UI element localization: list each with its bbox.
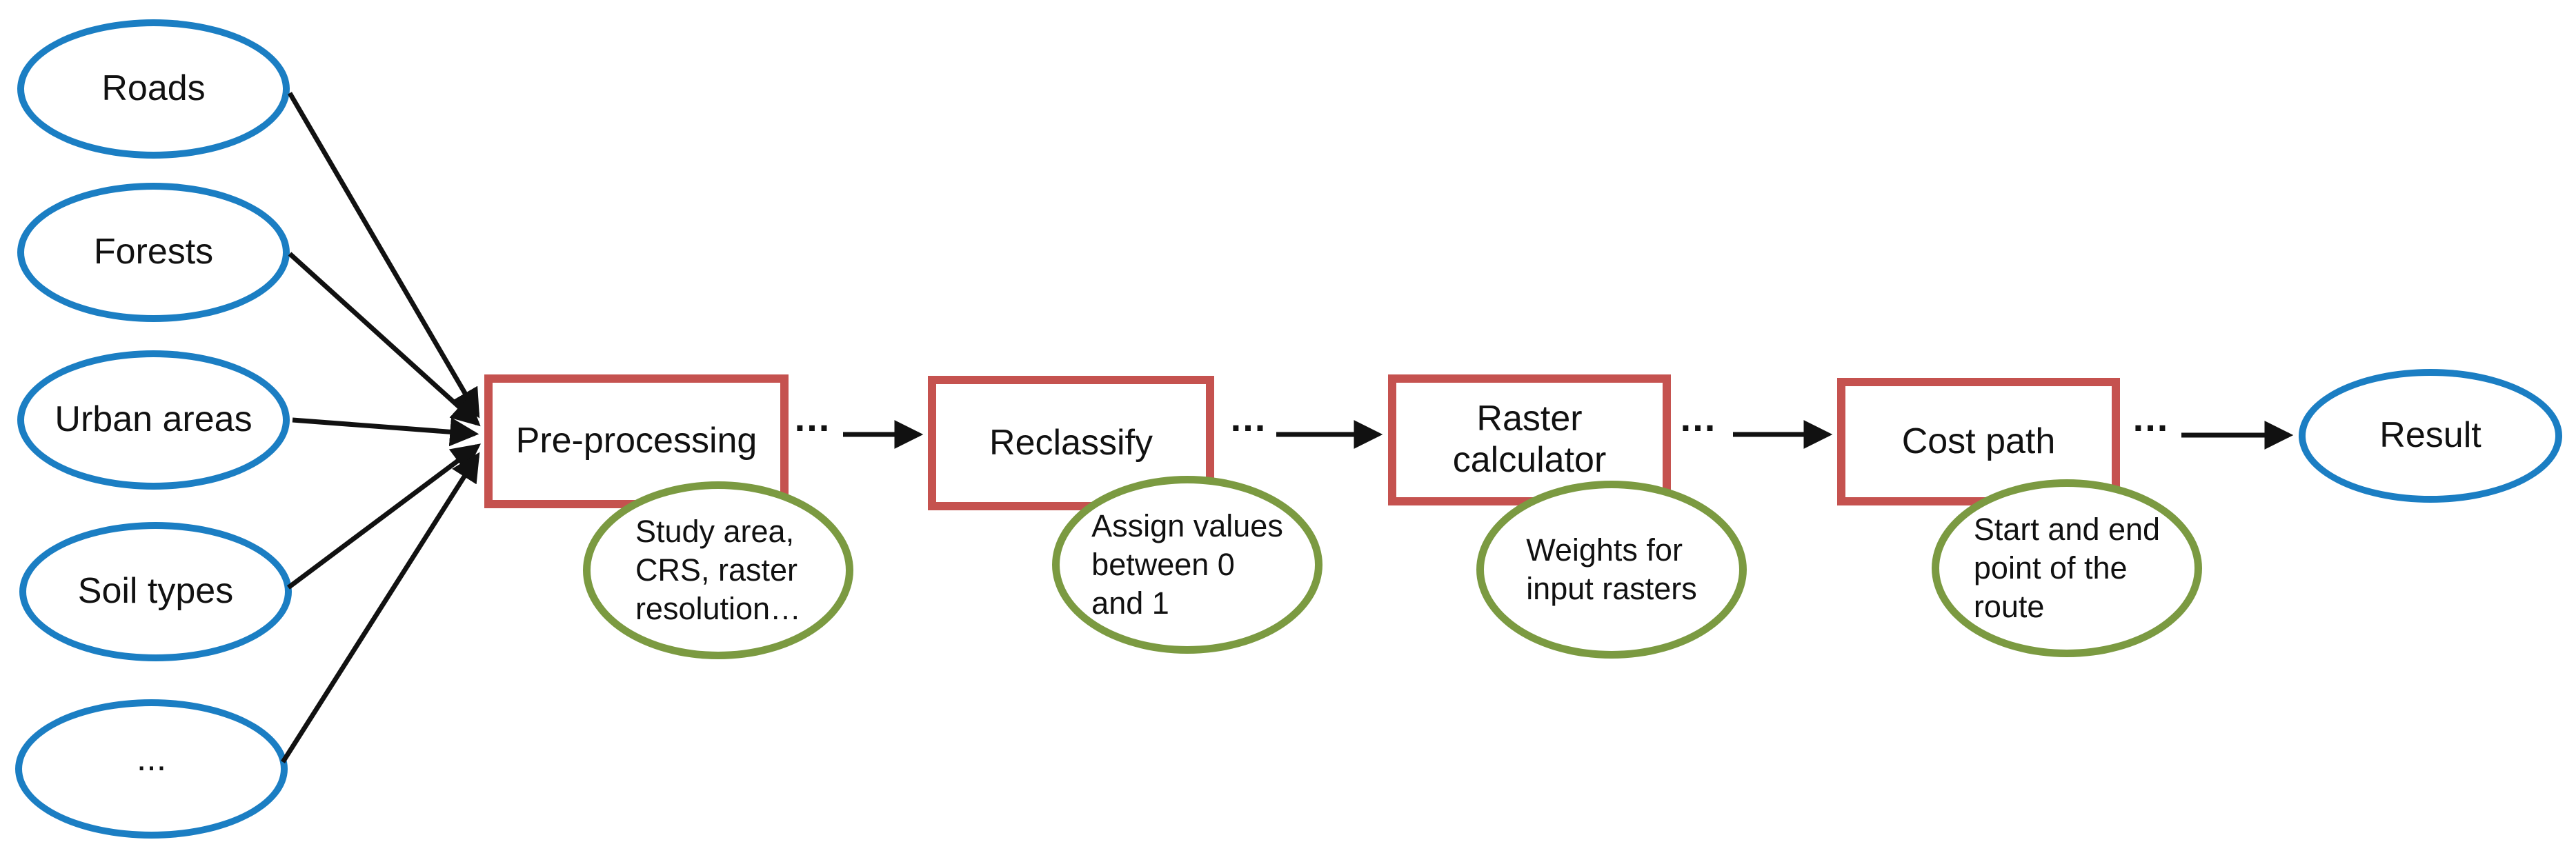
gap-ellipsis-1: ... [794, 396, 831, 439]
input-label-forests: Forests [93, 232, 214, 272]
note-node-preprocessing: Study area, CRS, raster resolution… [583, 481, 853, 659]
step-label-raster-calculator: Raster calculator [1452, 399, 1607, 480]
note-node-reclassify: Assign values between 0 and 1 [1052, 476, 1322, 654]
result-label: Result [2379, 415, 2481, 456]
arrow-urban-areas-to-preprocessing [292, 417, 479, 447]
note-text-preprocessing: Study area, CRS, raster resolution… [635, 514, 802, 626]
gap-ellipsis-4: ... [2132, 396, 2170, 439]
input-label-more: ... [136, 739, 167, 779]
input-label-soil-types: Soil types [77, 571, 234, 612]
step-node-raster-calculator: Raster calculator [1388, 374, 1671, 505]
arrow-roads-to-preprocessing [287, 92, 480, 419]
note-node-cost-path: Start and end point of the route [1932, 479, 2202, 657]
step-node-preprocessing: Pre-processing [484, 374, 789, 508]
step-label-reclassify: Reclassify [989, 422, 1153, 463]
input-node-more: ... [15, 699, 288, 839]
arrow-forests-to-preprocessing [288, 252, 481, 427]
gap-ellipsis-2: ... [1230, 396, 1267, 439]
input-node-soil-types: Soil types [19, 522, 292, 661]
result-node: Result [2299, 369, 2562, 503]
input-label-urban-areas: Urban areas [55, 399, 252, 440]
note-text-raster-calculator: Weights for input rasters [1526, 532, 1697, 606]
note-node-raster-calculator: Weights for input rasters [1476, 481, 1747, 659]
arrow-more-to-preprocessing [281, 452, 480, 763]
step-label-preprocessing: Pre-processing [515, 421, 757, 461]
arrow-soil-types-to-preprocessing [286, 443, 482, 590]
input-label-roads: Roads [101, 68, 206, 109]
input-node-urban-areas: Urban areas [17, 350, 290, 490]
gap-ellipsis-3: ... [1680, 396, 1717, 439]
input-node-roads: Roads [17, 19, 290, 159]
note-text-cost-path: Start and end point of the route [1973, 512, 2161, 624]
input-node-forests: Forests [17, 183, 290, 322]
note-text-reclassify: Assign values between 0 and 1 [1091, 508, 1283, 621]
step-label-cost-path: Cost path [1901, 421, 2056, 461]
